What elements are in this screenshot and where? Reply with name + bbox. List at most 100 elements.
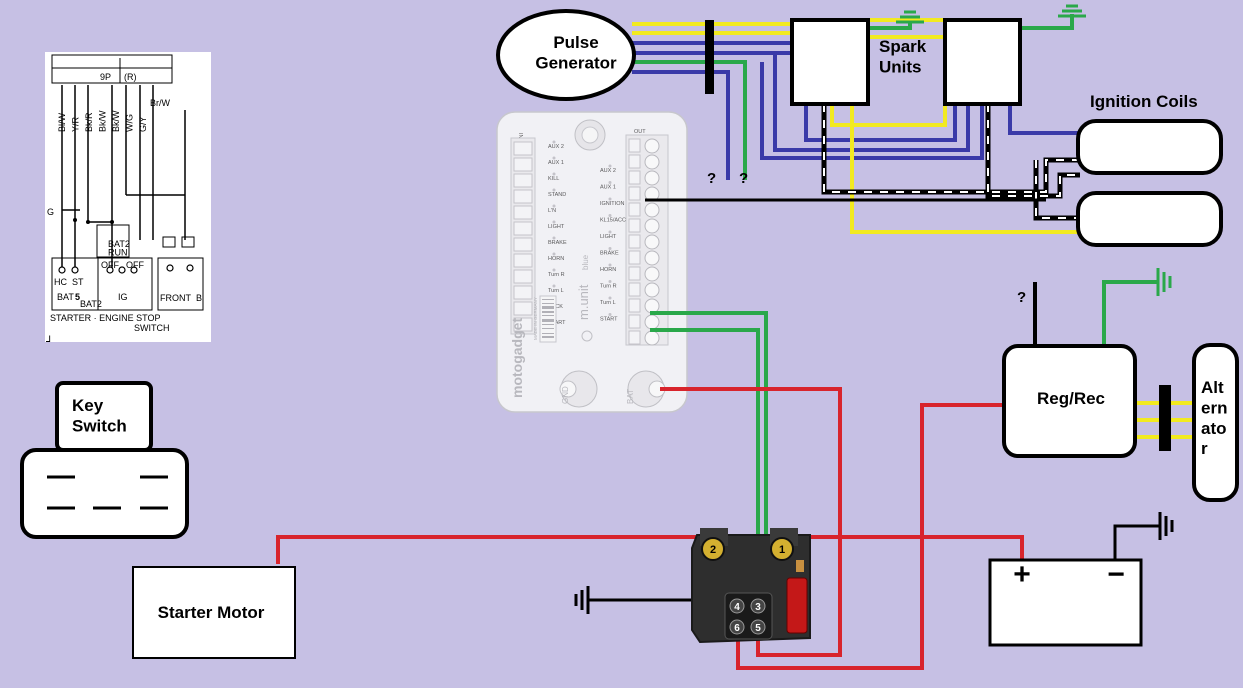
munit-out-label: KL15/ACC bbox=[600, 218, 626, 224]
ground-icon bbox=[896, 10, 924, 24]
munit-out-terminal bbox=[644, 138, 660, 154]
munit-barcode bbox=[539, 295, 557, 343]
wire-bundle-clamp bbox=[705, 20, 714, 94]
munit-out-terminal bbox=[644, 314, 660, 330]
schematic-st: ST bbox=[72, 277, 84, 287]
munit-out-terminal bbox=[644, 202, 660, 218]
munit-in-terminal bbox=[513, 237, 533, 252]
schematic-five: 5 bbox=[75, 292, 80, 302]
munit-in-label: AUX 2 bbox=[548, 144, 564, 150]
schematic-g: G bbox=[47, 207, 54, 217]
munit-in-terminal bbox=[513, 301, 533, 316]
munit-out-terminal bbox=[644, 282, 660, 298]
munit-out-label: AUX 1 bbox=[600, 185, 616, 191]
ground-icon bbox=[1058, 4, 1086, 18]
schematic-wire-label: W/G bbox=[125, 114, 135, 132]
schematic-corner-mark: ⅃ bbox=[46, 334, 51, 344]
starter-motor-label: Starter Motor bbox=[158, 603, 265, 622]
munit-out-terminal bbox=[644, 170, 660, 186]
munit-out-label: IGNITION bbox=[600, 201, 624, 207]
schematic-bat12: BAT2 bbox=[80, 299, 102, 309]
wire-regrec-ground bbox=[1102, 280, 1158, 346]
munit-in-label: START bbox=[548, 320, 566, 326]
munit-in-terminal bbox=[513, 173, 533, 188]
wire-spark-yellow-out bbox=[830, 96, 1080, 234]
wire-pulse-green bbox=[632, 60, 747, 180]
alternator bbox=[1192, 343, 1239, 502]
munit-out-label: Turn L bbox=[600, 300, 616, 306]
munit-in-terminal bbox=[513, 269, 533, 284]
munit-out-terminal bbox=[644, 218, 660, 234]
schematic-front: FRONT bbox=[160, 293, 191, 303]
wire-red bbox=[276, 387, 1024, 670]
munit-in-terminal bbox=[513, 205, 533, 220]
schematic-ig: IG bbox=[118, 292, 128, 302]
unknown-marker-3: ? bbox=[1017, 289, 1026, 306]
munit-out-label: OUT bbox=[634, 129, 646, 135]
munit-in-label: STAND bbox=[548, 192, 566, 198]
wire-start-green bbox=[650, 311, 768, 600]
relay-pin-6: 6 bbox=[734, 623, 740, 634]
munit-out-label: HORN bbox=[600, 267, 616, 273]
munit-in-label: AUX 1 bbox=[548, 160, 564, 166]
munit-in-label: KILL bbox=[548, 176, 559, 182]
schematic-wire-label: Bk/W bbox=[98, 110, 108, 132]
munit-in-terminal bbox=[513, 285, 533, 300]
ignition-coils-label: Ignition Coils bbox=[1090, 92, 1198, 111]
munit-in-terminal bbox=[513, 189, 533, 204]
battery-negative: − bbox=[1107, 558, 1125, 591]
relay-fuse bbox=[786, 577, 808, 634]
munit-in-label: IN bbox=[517, 133, 523, 139]
unknown-marker-1: ? bbox=[707, 170, 716, 187]
relay-terminal-1: 1 bbox=[779, 544, 785, 556]
schematic-wire-label: Bl/W bbox=[57, 112, 67, 132]
relay-pin-4: 4 bbox=[734, 602, 740, 613]
munit-out-label: BRAKE bbox=[600, 251, 619, 257]
ground-icon bbox=[1156, 268, 1172, 296]
munit-out-label: START bbox=[600, 317, 618, 323]
battery: + − bbox=[988, 558, 1143, 647]
munit-in-label: L'N bbox=[548, 208, 556, 214]
unknown-marker-2: ? bbox=[739, 170, 748, 187]
ignition-coil-1 bbox=[1076, 119, 1223, 175]
munit-in-label: Turn L bbox=[548, 288, 564, 294]
ignition-coil-2 bbox=[1076, 191, 1223, 247]
gnd-label: GND bbox=[561, 386, 570, 404]
schematic-caption-2: SWITCH bbox=[134, 323, 170, 333]
munit-model-suffix: blue bbox=[581, 254, 590, 270]
ground-symbols bbox=[574, 4, 1174, 614]
munit-in-label: Turn R bbox=[548, 272, 565, 278]
munit-out-terminal bbox=[644, 250, 660, 266]
wire-spark2-ground bbox=[1020, 14, 1074, 30]
munit-out-terminal bbox=[644, 154, 660, 170]
schematic-b: B bbox=[196, 293, 202, 303]
relay-pin-3: 3 bbox=[755, 602, 761, 613]
munit-out-label: AUX 2 bbox=[600, 168, 616, 174]
spark-unit-1 bbox=[790, 18, 870, 106]
relay-terminal-2: 2 bbox=[710, 544, 716, 556]
schematic-wire-label: Bk/W bbox=[111, 110, 121, 132]
starter-relay: 2 1 4 3 6 5 bbox=[691, 528, 811, 644]
schematic-wire-label: Bk/R bbox=[84, 112, 94, 132]
connector-r: (R) bbox=[124, 72, 137, 82]
ground-icon bbox=[574, 586, 590, 614]
wire-pulse-blue-2 bbox=[632, 70, 730, 180]
reg-rec-label: Reg/Rec bbox=[1037, 389, 1105, 408]
munit-in-terminal bbox=[513, 317, 533, 332]
reg-rec bbox=[1002, 344, 1137, 458]
munit-in-terminal bbox=[513, 221, 533, 236]
munit-in-label: LIGHT bbox=[548, 224, 565, 230]
schematic-wire-label: Y/R bbox=[71, 116, 81, 132]
munit-in-terminal bbox=[513, 141, 533, 156]
munit-in-label: BRAKE bbox=[548, 240, 567, 246]
schematic-bat: BAT bbox=[57, 292, 74, 302]
wire-black-white bbox=[821, 104, 1080, 221]
schematic-hc: HC bbox=[54, 277, 67, 287]
schematic-caption-1: STARTER · ENGINE STOP bbox=[50, 313, 161, 323]
munit-out-terminal bbox=[644, 330, 660, 346]
munit-brand: motogadget bbox=[509, 318, 525, 398]
